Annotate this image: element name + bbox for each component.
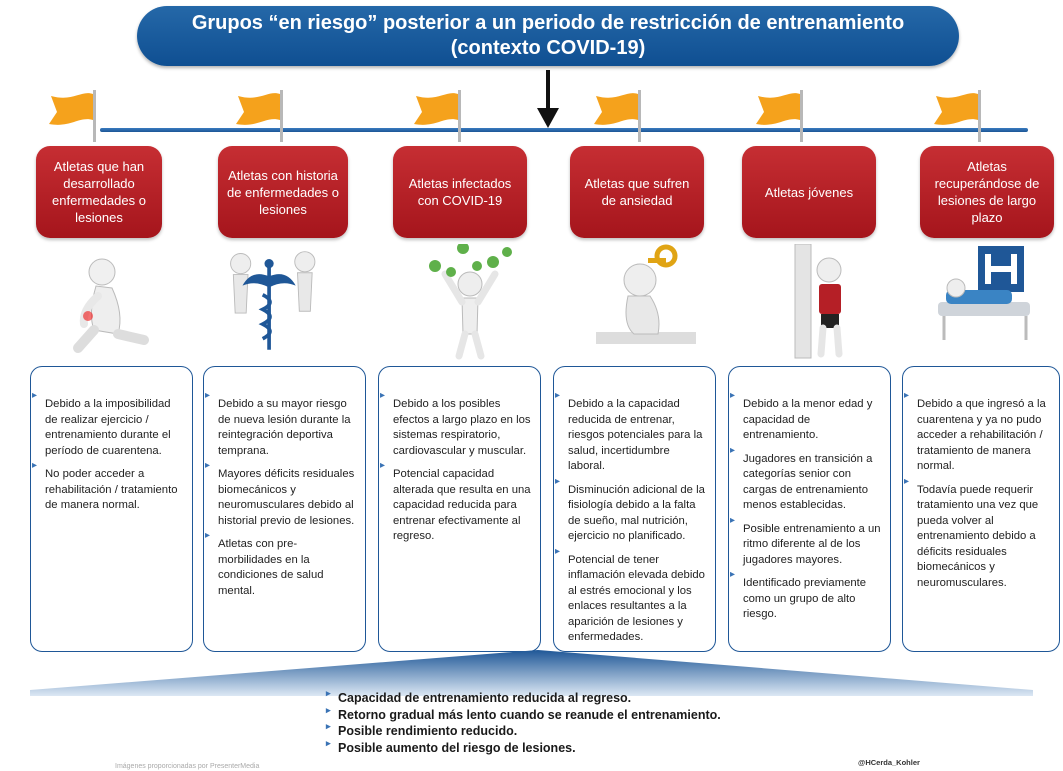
flag-icon — [49, 90, 96, 142]
summary-item: Posible aumento del riesgo de lesiones. — [326, 735, 721, 757]
detail-point: Mayores déficits residuales biomecánicos… — [205, 458, 359, 529]
detail-point: Disminución adicional de la fisiología d… — [555, 474, 709, 545]
detail-point: No poder acceder a rehabilitación / trat… — [32, 458, 186, 514]
detail-point: Debido a la capacidad reducida de entren… — [555, 388, 709, 475]
young-athlete-height-icon — [794, 244, 843, 359]
detail-point: Jugadores en transición a categorías sen… — [730, 443, 884, 514]
detail-point: Debido a que ingresó a la cuarentena y y… — [904, 388, 1053, 475]
detail-point: Debido a la menor edad y capacidad de en… — [730, 388, 884, 444]
group-card-6: Atletas recuperándose de lesiones de lar… — [920, 146, 1054, 238]
detail-point: Potencial de tener inflamación elevada d… — [555, 544, 709, 646]
title-line-2: (contexto COVID-19) — [450, 37, 646, 59]
detail-point: Identificado previamente como un grupo d… — [730, 567, 884, 623]
summary-item: Retorno gradual más lento cuando se rean… — [326, 702, 721, 724]
group-card-1: Atletas que han desarrollado enfermedade… — [36, 146, 162, 238]
injured-person-icon — [73, 258, 149, 353]
detail-point: Atletas con pre-morbilidades en la condi… — [205, 528, 359, 599]
detail-box-3: Debido a los posibles efectos a largo pl… — [378, 366, 541, 652]
detail-point: Debido a la imposibilidad de realizar ej… — [32, 388, 186, 459]
flag-icon — [236, 90, 283, 142]
detail-point: Debido a los posibles efectos a largo pl… — [380, 388, 534, 459]
hospital-bed-icon — [938, 246, 1030, 340]
diagram-title: Grupos “en riesgo” posterior a un period… — [137, 6, 959, 66]
author-credit: @HCerda_Kohler — [858, 758, 920, 767]
converging-fan-shape — [30, 650, 1033, 696]
down-arrow-icon — [537, 70, 559, 128]
detail-point: Posible entrenamiento a un ritmo diferen… — [730, 513, 884, 569]
summary-item: Capacidad de entrenamiento reducida al r… — [326, 685, 721, 707]
flag-icon — [414, 90, 461, 142]
detail-point: Debido a su mayor riesgo de nueva lesión… — [205, 388, 359, 459]
virus-person-icon — [429, 244, 512, 360]
detail-box-4: Debido a la capacidad reducida de entren… — [553, 366, 716, 652]
title-line-1: Grupos “en riesgo” posterior a un period… — [191, 12, 905, 34]
group-card-3: Atletas infectados con COVID-19 — [393, 146, 527, 238]
summary-item: Posible rendimiento reducido. — [326, 718, 721, 740]
group-card-2: Atletas con historia de enfermedades o l… — [218, 146, 348, 238]
flag-icon — [594, 90, 641, 142]
summary-list: Capacidad de entrenamiento reducida al r… — [326, 685, 721, 757]
timeline-bar — [100, 128, 1028, 132]
detail-point: Todavía puede requerir tratamiento una v… — [904, 474, 1053, 592]
detail-box-1: Debido a la imposibilidad de realizar ej… — [30, 366, 193, 652]
image-credit: Imágenes proporcionadas por PresenterMed… — [115, 763, 260, 770]
detail-box-6: Debido a que ingresó a la cuarentena y y… — [902, 366, 1060, 652]
detail-point: Potencial capacidad alterada que resulta… — [380, 458, 534, 545]
detail-box-5: Debido a la menor edad y capacidad de en… — [728, 366, 891, 652]
detail-box-2: Debido a su mayor riesgo de nueva lesión… — [203, 366, 366, 652]
group-card-5: Atletas jóvenes — [742, 146, 876, 238]
flag-icon — [934, 90, 981, 142]
anxious-person-key-icon — [596, 244, 696, 344]
flag-icon — [756, 90, 803, 142]
group-card-4: Atletas que sufren de ansiedad — [570, 146, 704, 238]
medical-caduceus-icon — [230, 251, 316, 350]
